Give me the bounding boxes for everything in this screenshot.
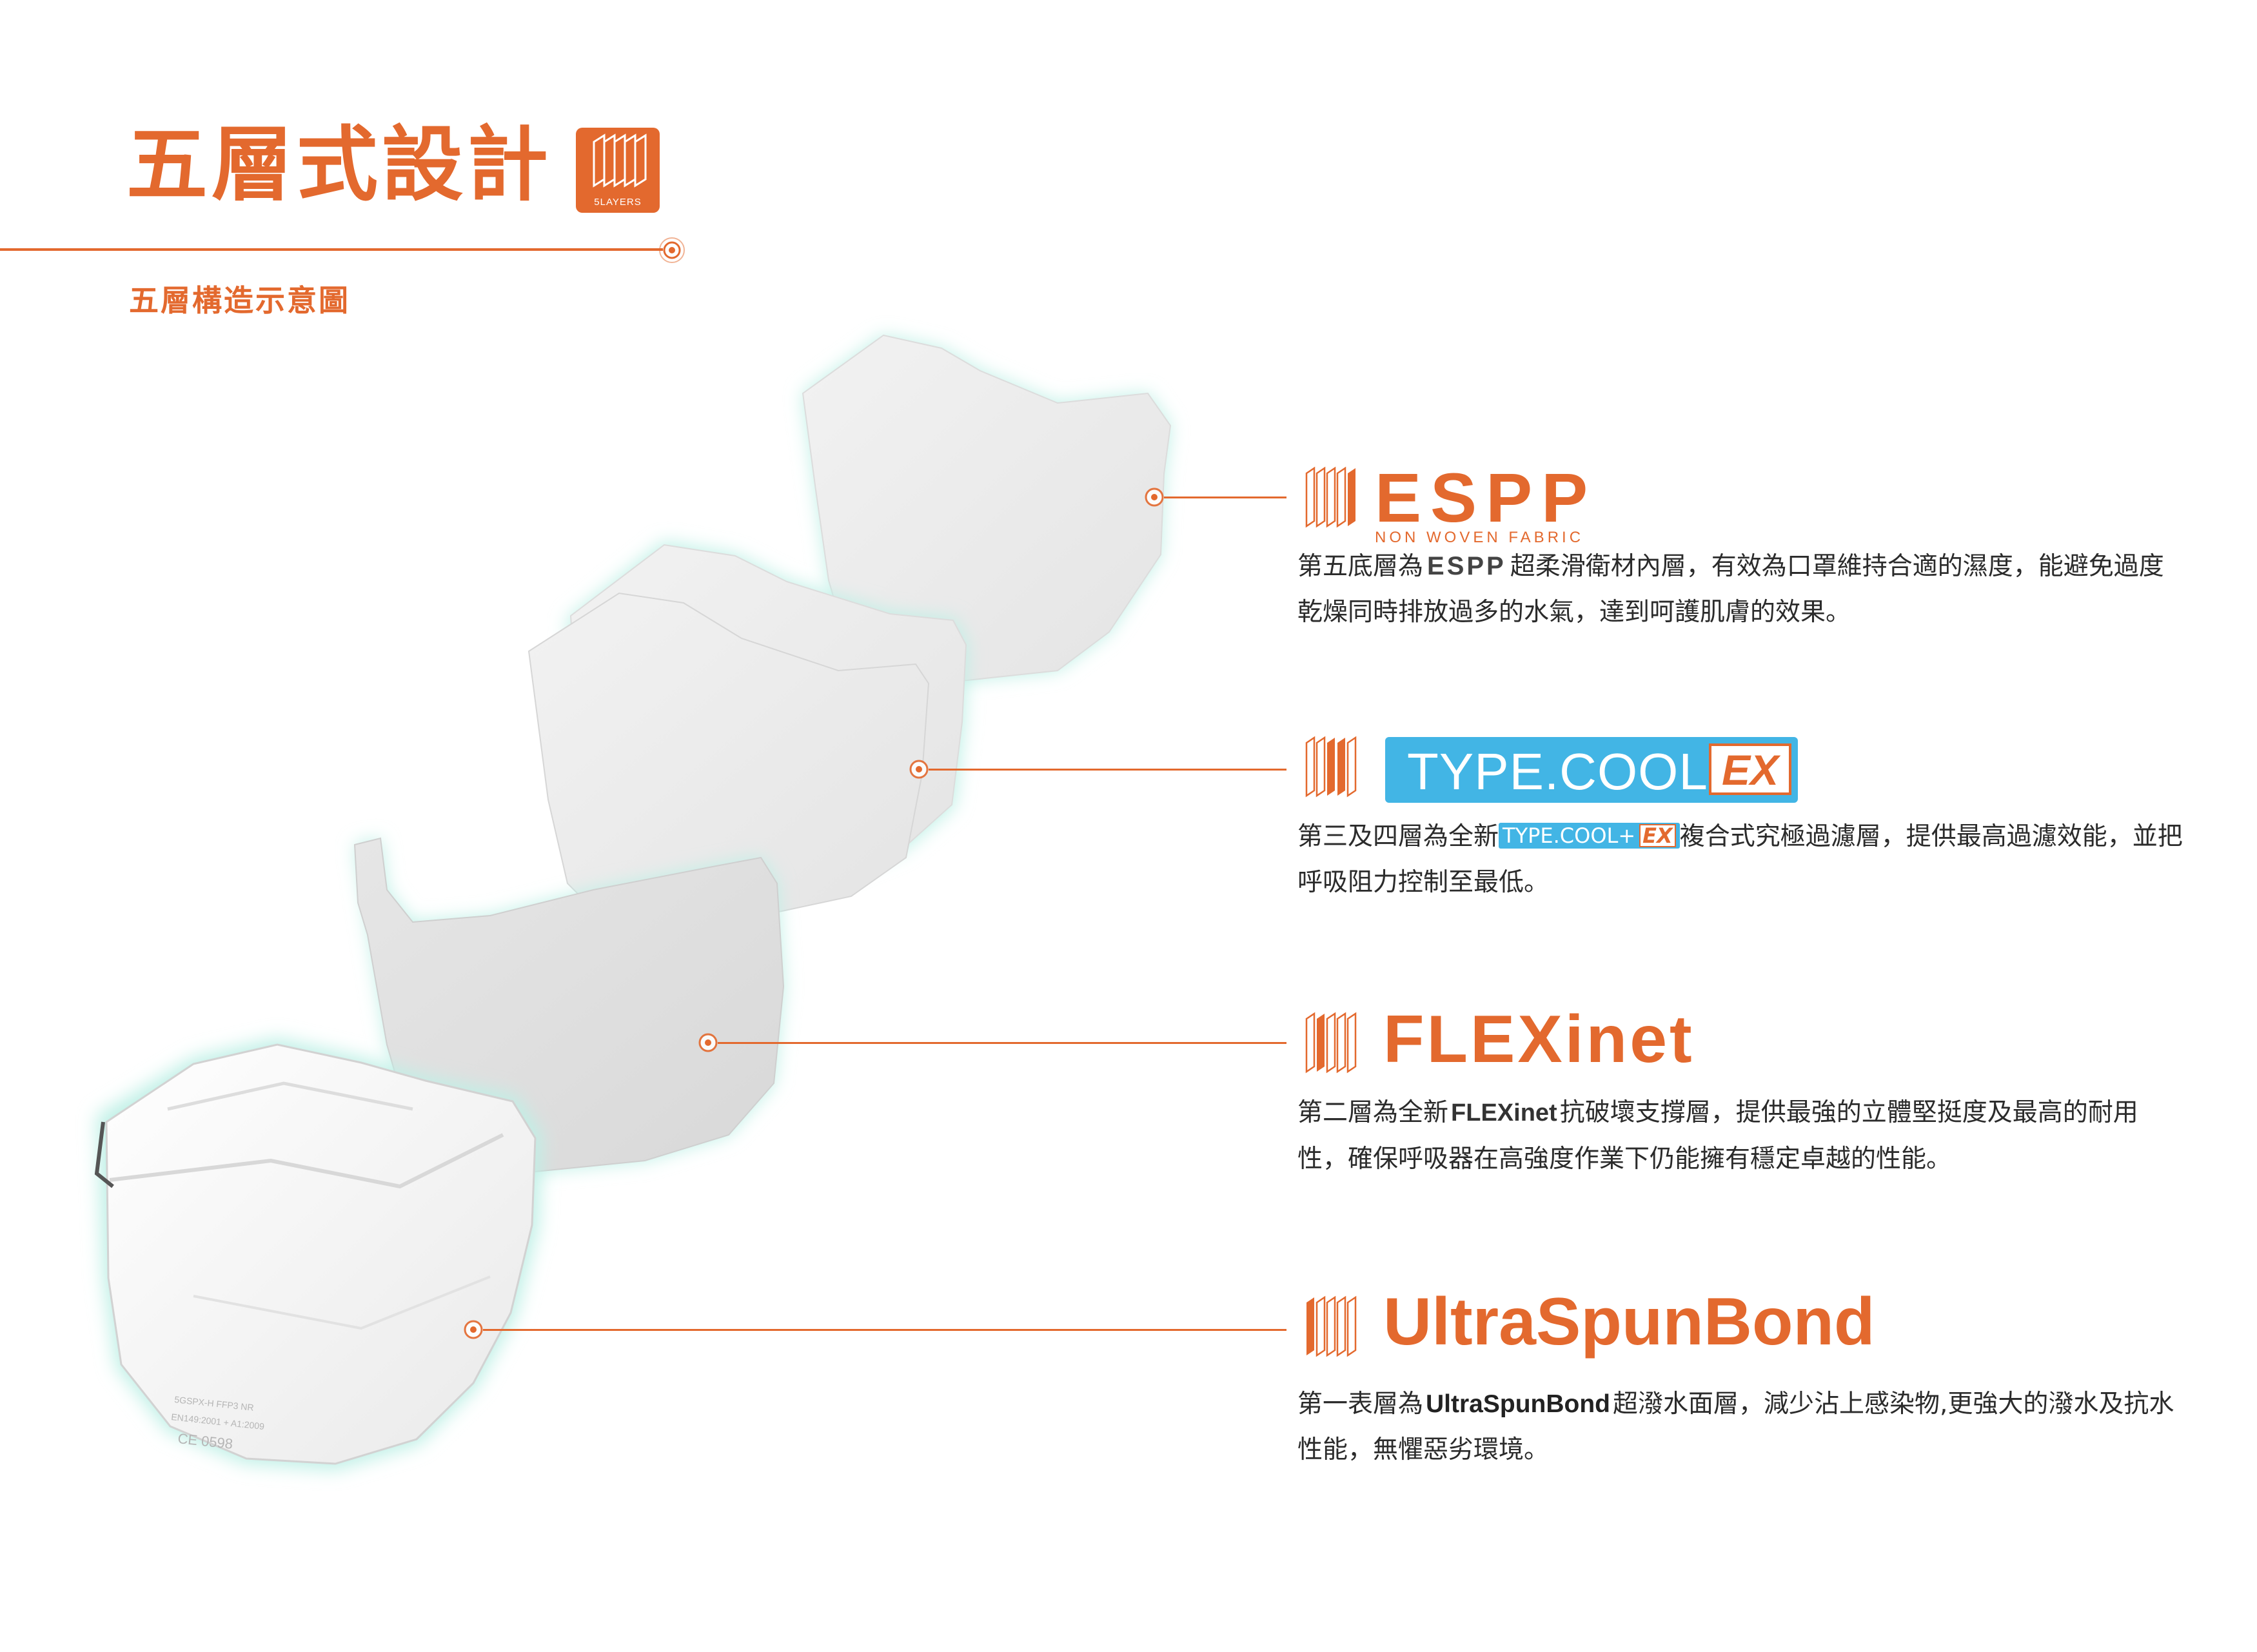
page-subtitle: 五層構造示意圖 [129, 283, 350, 318]
connector-layer-3-4 [929, 769, 1286, 771]
espp-logo: ESPP NON WOVEN FABRIC [1375, 463, 1597, 547]
layers-icon [1305, 736, 1357, 798]
espp-logo-word: ESPP [1375, 458, 1597, 536]
ultraspunbond-logo: UltraSpunBond [1383, 1284, 1875, 1359]
layers-icon [1305, 1012, 1357, 1074]
type-cool-logo-text: TYPE.COOL+ [1407, 743, 1739, 800]
inline-flexinet-logo: FLEXinet [1451, 1099, 1557, 1126]
layer-illustration: 5GSPX-H FFP3 NR EN149:2001 + A1:2009 CE … [94, 334, 1172, 1470]
layers-icon [593, 133, 647, 188]
mask-outer-layer: 5GSPX-H FFP3 NR EN149:2001 + A1:2009 CE … [94, 1038, 542, 1470]
connector-layer-5 [1164, 497, 1286, 498]
layers-icon [1305, 466, 1355, 528]
desc-text: 第三及四層為全新 [1297, 822, 1499, 851]
title-divider [0, 248, 663, 251]
inline-type-cool-logo: TYPE.COOL+EX [1499, 823, 1680, 849]
five-layers-badge: 5LAYERS [576, 128, 660, 213]
flexinet-logo: FLEXinet [1383, 1002, 1695, 1077]
layers-icon [1306, 1295, 1357, 1357]
connector-layer-2 [718, 1042, 1286, 1044]
layer-3-4-fabric [527, 542, 967, 930]
inline-ex-logo: EX [1639, 824, 1676, 847]
desc-text: 複合式究極過濾層，提供最高過濾效能，並把呼吸阻力控制至最低。 [1297, 822, 2183, 897]
inline-type-cool-text: TYPE.COOL+ [1503, 823, 1636, 848]
page-title: 五層式設計 [126, 117, 552, 212]
desc-text: 超潑水面層，減少沾上感染物,更強大的潑水及抗水性能，無懼惡劣環境。 [1297, 1390, 2174, 1464]
inline-espp-logo: ESPP [1427, 552, 1506, 580]
espp-logo-sub: NON WOVEN FABRIC [1375, 529, 1584, 546]
desc-text: 第一表層為 [1297, 1390, 1424, 1419]
ex-logo-box: EX [1709, 743, 1791, 795]
target-icon [659, 237, 685, 263]
desc-text: 超柔滑衛材內層，有效為口罩維持合適的濕度，能避免過度乾燥同時排放過多的水氣，達到… [1297, 552, 2164, 627]
layer-markers [464, 487, 1164, 1339]
desc-text: 抗破壞支撐層，提供最強的立體堅挺度及最高的耐用性，確保呼吸器在高強度作業下仍能擁… [1297, 1098, 2138, 1174]
badge-label: 5LAYERS [594, 197, 642, 208]
desc-text: 第五底層為 [1297, 552, 1424, 581]
connector-layer-1 [483, 1329, 1286, 1331]
inline-ultraspunbond-logo: UltraSpunBond [1426, 1390, 1610, 1418]
type-cool-logo: TYPE.COOL+ EX [1385, 737, 1798, 803]
desc-text: 第二層為全新 [1297, 1098, 1449, 1127]
